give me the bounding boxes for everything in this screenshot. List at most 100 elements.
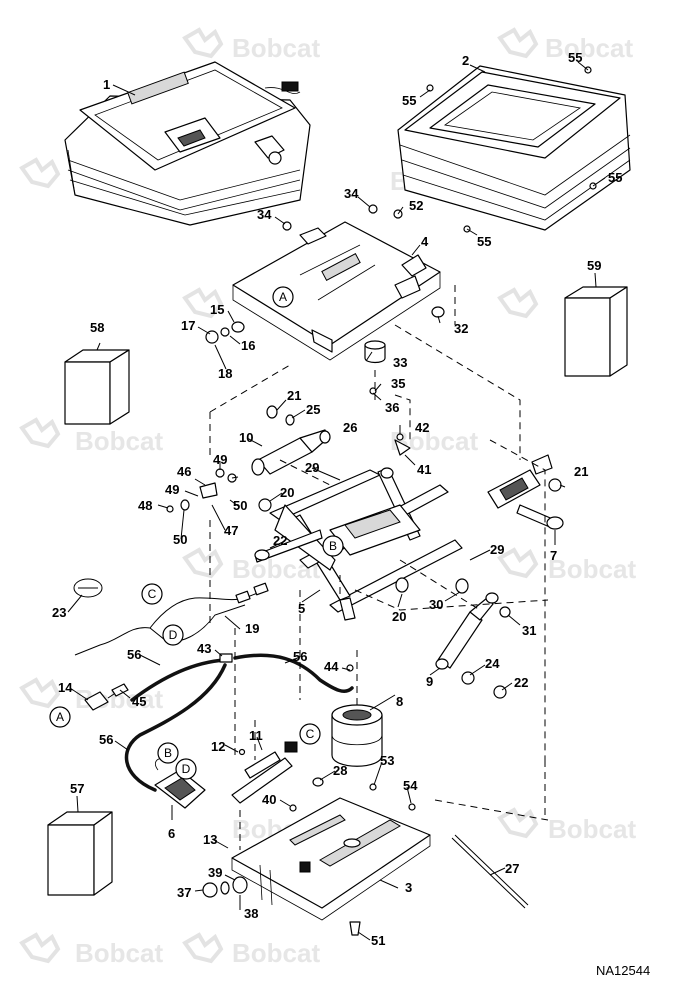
bottom-base-plate (231, 797, 431, 921)
part-label-5: 5 (298, 601, 305, 616)
callout-a-bottom: A (49, 706, 71, 728)
part-label-6: 6 (168, 826, 175, 841)
part-label-22a: 22 (273, 533, 287, 548)
part-label-30: 30 (429, 597, 443, 612)
part-label-16: 16 (241, 338, 255, 353)
watermark-text: Bobcat (75, 938, 163, 968)
part-label-56c: 56 (99, 732, 113, 747)
watermark-text: Bobcat (232, 938, 320, 968)
callout-label: B (329, 539, 337, 553)
part-label-21b: 21 (574, 464, 588, 479)
part-label-59: 59 (587, 258, 601, 273)
part-label-12: 12 (211, 739, 225, 754)
part-label-21a: 21 (287, 388, 301, 403)
part-label-58: 58 (90, 320, 104, 335)
watermark-text: Bobcat (545, 33, 633, 63)
part-label-14: 14 (58, 680, 73, 695)
damper (251, 429, 329, 476)
callout-c-top: C (141, 583, 163, 605)
part-label-41: 41 (417, 462, 431, 477)
part-label-37: 37 (177, 885, 191, 900)
part-label-19: 19 (245, 621, 259, 636)
shock-absorber (435, 592, 499, 670)
part-label-42: 42 (415, 420, 429, 435)
part-label-7: 7 (550, 548, 557, 563)
callout-label: C (306, 727, 315, 741)
box-58 (64, 349, 130, 425)
part-label-55a: 55 (568, 50, 582, 65)
part-label-34a: 34 (257, 207, 272, 222)
part-label-43: 43 (197, 641, 211, 656)
part-label-56b: 56 (293, 649, 307, 664)
scissor-frame (254, 467, 463, 621)
watermark-text: Bobcat (232, 33, 320, 63)
part-label-33: 33 (393, 355, 407, 370)
part-label-51: 51 (371, 933, 385, 948)
part-label-32: 32 (454, 321, 468, 336)
air-spring (331, 704, 383, 767)
part-label-22b: 22 (514, 675, 528, 690)
callout-b-bottom: B (157, 742, 179, 764)
part-label-4: 4 (421, 234, 429, 249)
air-hoses (124, 653, 354, 792)
part-label-36: 36 (385, 400, 399, 415)
part-label-15: 15 (210, 302, 224, 317)
part-label-31: 31 (522, 623, 536, 638)
part-label-9: 9 (426, 674, 433, 689)
small-hardware (166, 66, 597, 936)
callout-a-top: A (272, 286, 294, 308)
long-rod (451, 837, 526, 909)
part-label-40: 40 (262, 792, 276, 807)
callout-label: C (148, 587, 157, 601)
drawing-code: NA12544 (596, 963, 650, 978)
part-label-27: 27 (505, 861, 519, 876)
part-label-39: 39 (208, 865, 222, 880)
part-label-13: 13 (203, 832, 217, 847)
callout-b-top: B (322, 535, 344, 557)
part-label-56a: 56 (127, 647, 141, 662)
callout-label: D (169, 628, 178, 642)
watermark-text: Bobcat (548, 554, 636, 584)
part-label-17: 17 (181, 318, 195, 333)
part-label-50a: 50 (233, 498, 247, 513)
part-label-11: 11 (249, 728, 263, 743)
part-label-18: 18 (218, 366, 232, 381)
callout-label: D (182, 762, 191, 776)
watermark-text: Bobcat (75, 426, 163, 456)
switch-bar (231, 741, 298, 804)
part-label-57: 57 (70, 781, 84, 796)
top-mount-plate (232, 221, 441, 361)
part-label-8: 8 (396, 694, 403, 709)
callout-d-bottom: D (175, 758, 197, 780)
part-label-24: 24 (485, 656, 500, 671)
part-label-55b: 55 (402, 93, 416, 108)
seat-frame-assembly (397, 65, 631, 231)
part-label-20a: 20 (280, 485, 294, 500)
part-label-28: 28 (333, 763, 347, 778)
long-rod-edge (454, 834, 529, 906)
part-label-47: 47 (224, 523, 238, 538)
part-label-29b: 29 (490, 542, 504, 557)
callout-label: B (164, 746, 172, 760)
seat-base-assembly (64, 61, 311, 226)
part-label-45: 45 (132, 694, 146, 709)
watermark-text: Bobcat (548, 814, 636, 844)
part-label-1: 1 (103, 77, 110, 92)
callout-label: A (56, 710, 64, 724)
part-label-50b: 50 (173, 532, 187, 547)
callout-c-bottom: C (299, 723, 321, 745)
leader-lines (67, 61, 606, 941)
callout-d-top: D (162, 624, 184, 646)
part-label-26: 26 (343, 420, 357, 435)
box-59 (564, 286, 628, 377)
part-label-2: 2 (462, 53, 469, 68)
part-label-49a: 49 (213, 452, 227, 467)
assembly-lines (209, 285, 549, 850)
part-number-labels: 1 2 3 4 5 6 7 8 9 10 11 12 13 14 15 16 1… (52, 50, 622, 948)
callout-label: A (279, 290, 287, 304)
wiring-harness (73, 578, 269, 656)
part-label-53: 53 (380, 753, 394, 768)
part-label-29a: 29 (305, 460, 319, 475)
part-label-46: 46 (177, 464, 191, 479)
